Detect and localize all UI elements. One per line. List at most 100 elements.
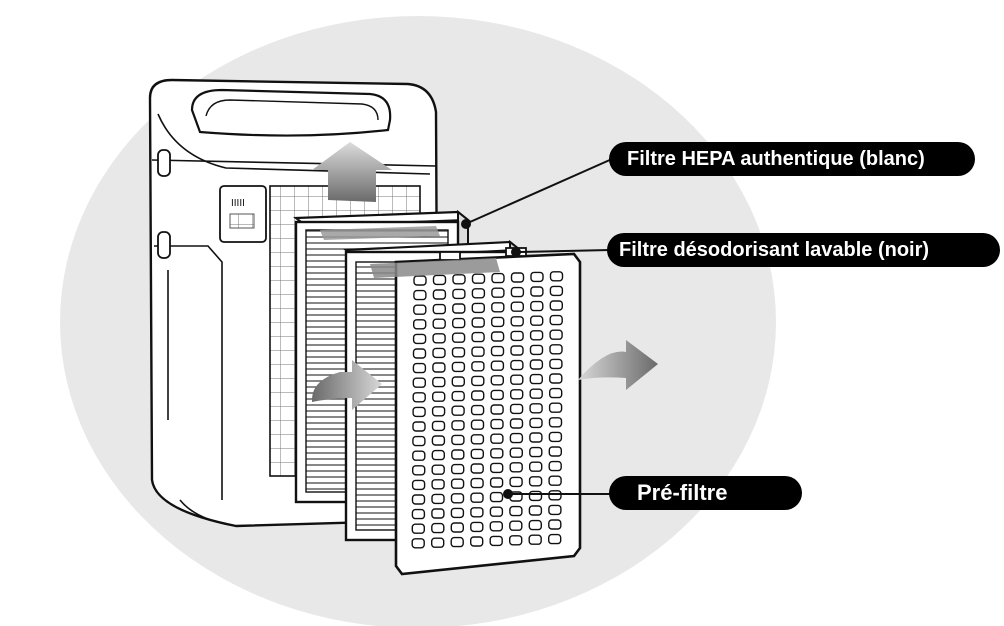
pre-filter-hole: [451, 463, 465, 475]
pre-filter-hole: [432, 347, 446, 359]
pre-filter-hole: [489, 506, 504, 517]
pre-filter-hole: [490, 375, 504, 386]
pre-filter-hole: [470, 404, 485, 416]
pre-filter-hole: [510, 301, 524, 312]
pre-filter-hole: [412, 362, 427, 374]
pre-filter-hole: [510, 272, 525, 283]
pre-filter-hole: [450, 478, 465, 489]
pre-filter-hole: [471, 317, 485, 328]
pre-filter-hole: [549, 300, 563, 311]
pre-filter-hole: [431, 493, 445, 505]
pre-filter-hole: [432, 333, 446, 344]
pre-filter-hole: [411, 508, 426, 520]
pre-filter-hole: [509, 476, 523, 488]
pre-filter-hole: [450, 536, 464, 548]
label-prefilter-text: Pré-filtre: [637, 480, 728, 505]
pre-filter-hole: [431, 479, 445, 490]
pre-filter-hole: [510, 359, 524, 371]
pre-filter-hole: [431, 508, 445, 519]
pre-filter-hole: [470, 536, 484, 547]
pre-filter-hole: [412, 392, 426, 403]
pre-filter-hole: [549, 344, 563, 355]
pre-filter-hole: [432, 289, 447, 300]
pre-filter-hole: [529, 446, 543, 458]
pre-filter-hole: [411, 523, 425, 534]
pre-filter-hole: [470, 463, 484, 474]
pre-filter-hole: [470, 477, 484, 489]
pre-filter-hole: [470, 521, 484, 533]
pre-filter-hole: [471, 302, 485, 314]
pre-filter-hole: [529, 344, 544, 356]
pre-filter-hole: [432, 362, 446, 373]
pre-filter-hole: [549, 373, 563, 384]
pre-filter-hole: [451, 449, 465, 460]
pre-filter-hole: [530, 315, 544, 326]
pre-filter-hole: [431, 449, 445, 461]
side-grip-upper: [157, 149, 171, 177]
pre-filter-hole: [490, 448, 504, 459]
pre-filter-hole: [549, 271, 564, 282]
pre-filter-hole: [491, 287, 505, 298]
pre-filter-hole: [530, 286, 544, 297]
pre-filter-hole: [529, 432, 543, 443]
pre-filter-hole: [452, 303, 466, 314]
pre-filter-hole: [413, 289, 427, 301]
pre-filter-hole: [490, 404, 504, 415]
pre-filter-hole: [470, 507, 484, 518]
pre-filter-hole: [490, 331, 505, 342]
pre-filter-hole: [412, 450, 426, 461]
label-hepa-filter: Filtre HEPA authentique (blanc): [609, 142, 975, 176]
pre-filter-hole: [451, 376, 465, 387]
pre-filter-hole: [471, 288, 486, 299]
pre-filter-hole: [548, 490, 562, 501]
pre-filter-hole: [432, 274, 447, 286]
pre-filter-hole: [528, 490, 543, 502]
pre-filter-hole: [490, 418, 504, 430]
pre-filter-hole: [412, 406, 426, 418]
pre-filter-hole: [528, 476, 543, 487]
label-deodorizing-filter: Filtre désodorisant lavable (noir): [607, 233, 1000, 267]
pre-filter-hole: [452, 274, 466, 285]
airflow-arrows: [312, 142, 658, 410]
pre-filter-hole: [413, 275, 427, 286]
pre-filter-hole: [411, 494, 426, 505]
pre-filter-hole: [431, 522, 445, 534]
pre-filter-hole: [548, 402, 563, 413]
pre-filter-hole: [510, 345, 524, 356]
side-grip-lower: [157, 231, 171, 259]
pre-filter-hole: [549, 314, 563, 326]
pre-filter-hole: [470, 434, 485, 445]
pre-filter-hole: [510, 330, 524, 342]
pre-filter-hole: [489, 477, 504, 488]
pre-filter-hole: [470, 448, 484, 460]
pre-filter-hole: [548, 504, 562, 516]
pre-filter-hole: [432, 318, 446, 329]
pre-filter-hole: [490, 360, 505, 371]
pre-filter-hole: [509, 432, 524, 444]
pre-filter-hole: [471, 273, 486, 284]
pre-filter-hole: [471, 390, 485, 401]
pre-filter-hole: [548, 431, 563, 443]
pre-filter-hole: [471, 375, 485, 387]
pre-filter-hole: [412, 435, 426, 447]
pre-filter-hole: [451, 405, 465, 416]
pre-filter-hole: [548, 475, 562, 486]
pre-filter-hole: [529, 373, 543, 385]
pre-filter-hole: [528, 534, 542, 545]
pre-filter-hole: [509, 520, 523, 531]
pre-filter-holes: [411, 271, 564, 549]
pre-filter-hole: [451, 347, 466, 358]
pre-filter-hole: [549, 358, 563, 370]
pre-filter-hole: [471, 331, 485, 343]
pre-filter-hole: [412, 421, 426, 432]
label-hepa-text: Filtre HEPA authentique (blanc): [627, 147, 925, 170]
pre-filter-hole: [529, 461, 543, 472]
label-deodorizing-text: Filtre désodorisant lavable (noir): [619, 238, 930, 261]
pre-filter-hole: [413, 304, 427, 315]
pre-filter-hole: [431, 464, 445, 475]
pre-filter-hole: [509, 447, 523, 458]
pre-filter-hole: [529, 388, 543, 399]
pre-filter-hole: [412, 333, 427, 345]
pre-filter-hole: [509, 535, 523, 546]
